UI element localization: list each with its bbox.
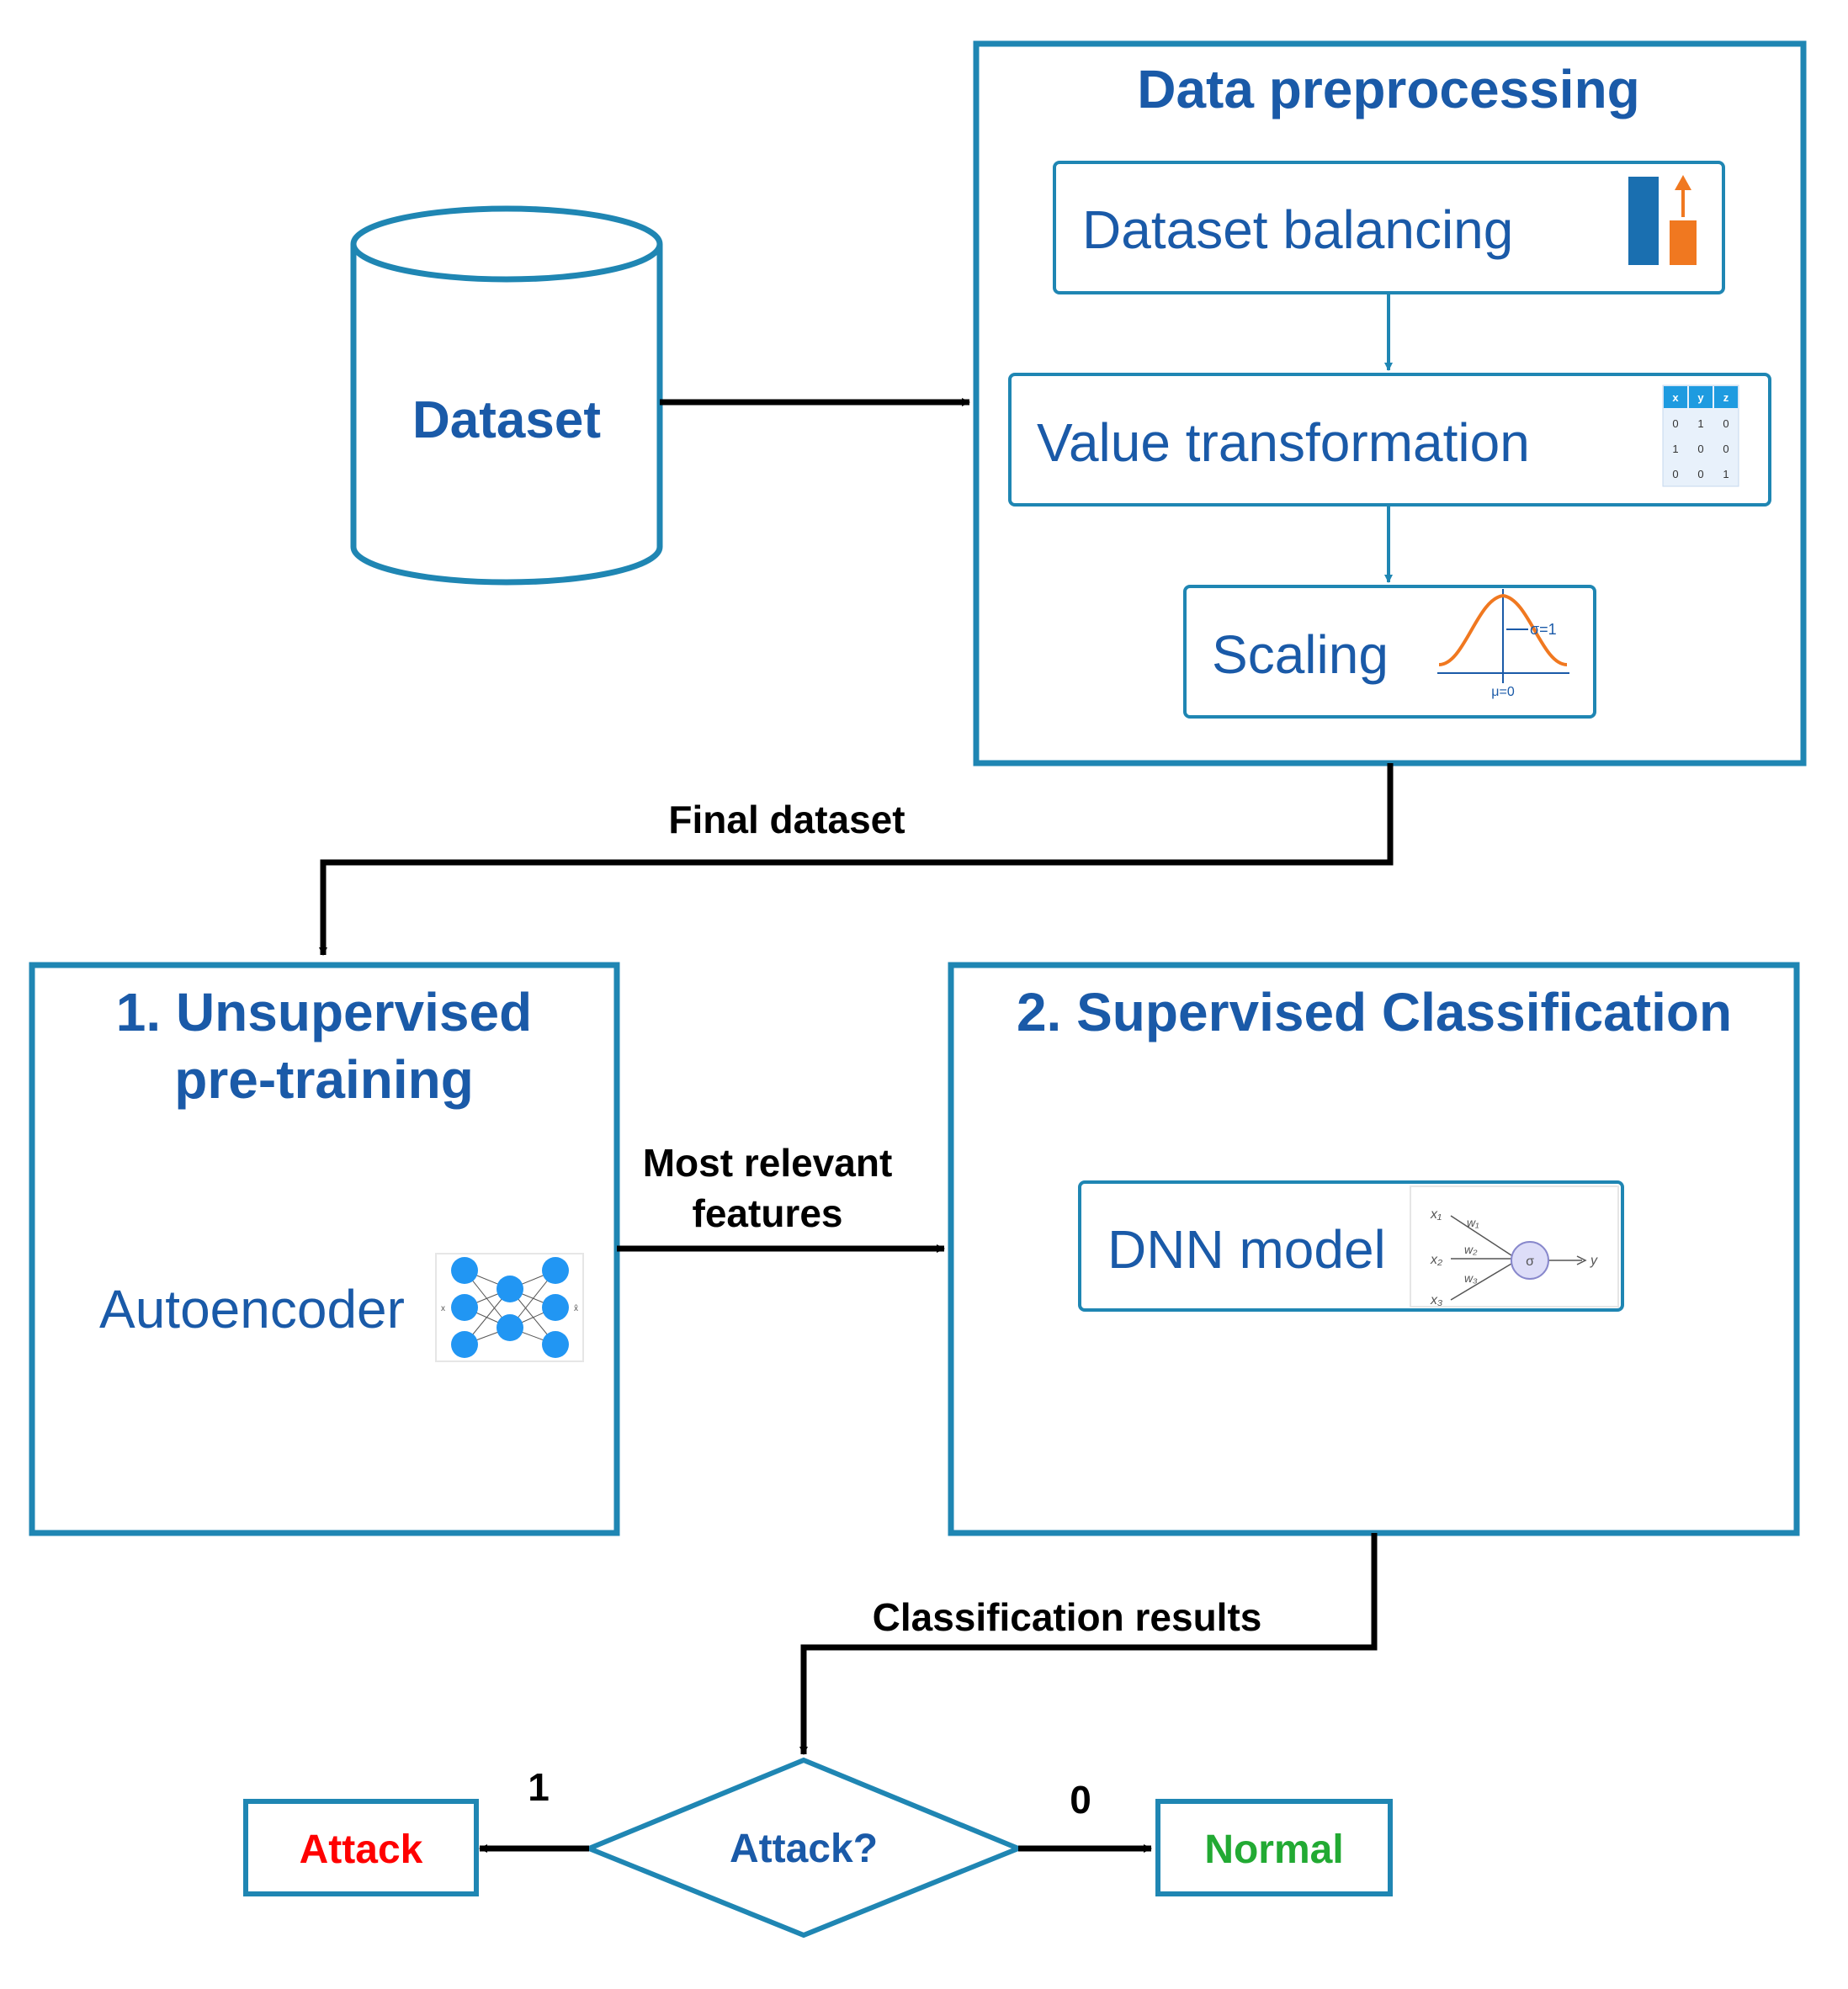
- ae-input-label: x: [441, 1304, 445, 1313]
- bar-balance-icon: [1628, 175, 1697, 265]
- supervised-title: 2. Supervised Classification: [1017, 982, 1732, 1042]
- step-value-transformation: Value transformation x y z 0 1 0 1 0 0 0 0 1: [1008, 373, 1771, 507]
- neuron-input-2: x₂: [1430, 1253, 1442, 1267]
- supervised-panel: 2. Supervised Classification DNN model σ…: [948, 962, 1800, 1536]
- neuron-activation: σ: [1526, 1254, 1534, 1269]
- dataset-label: Dataset: [412, 391, 601, 449]
- matrix-header-cell: [1714, 386, 1738, 408]
- decision-label: Attack?: [730, 1827, 878, 1871]
- neuron-icon: σ x₁ x₂ x₃ w₁ w₂ w₃ y: [1410, 1185, 1619, 1307]
- sigma-label: σ=1: [1530, 621, 1557, 638]
- neuron-input-1: x₁: [1430, 1207, 1442, 1222]
- neuron-weight-2: w₂: [1464, 1243, 1478, 1256]
- matrix-cell: 0: [1723, 417, 1729, 430]
- most-relevant-label-line1: Most relevant: [643, 1141, 893, 1185]
- step-scaling: Scaling σ=1 μ=0: [1183, 585, 1596, 719]
- gaussian-curve-icon: σ=1 μ=0: [1437, 589, 1569, 699]
- dnn-model-box: DNN model σ x₁ x₂ x₃ w₁ w₂ w₃ y: [1078, 1180, 1624, 1312]
- ae-output-label: x̂: [574, 1303, 578, 1313]
- matrix-cell: 1: [1672, 443, 1678, 455]
- matrix-cell: 0: [1723, 443, 1729, 455]
- normal-label: Normal: [1204, 1827, 1343, 1872]
- dnn-model-label: DNN model: [1107, 1219, 1386, 1280]
- matrix-cell: 0: [1697, 468, 1703, 480]
- dataset-cylinder: Dataset: [350, 205, 663, 586]
- matrix-cell: 1: [1723, 468, 1729, 480]
- matrix-header-label: x: [1672, 391, 1679, 404]
- arrow-classification-results: [799, 1533, 1378, 1755]
- matrix-header-cell: [1689, 386, 1713, 408]
- matrix-cell: 1: [1697, 417, 1703, 430]
- step-transformation-label: Value transformation: [1037, 412, 1530, 473]
- neuron-output: y: [1590, 1254, 1598, 1268]
- unsupervised-title-line1: 1. Unsupervised: [116, 982, 532, 1042]
- unsupervised-panel: 1. Unsupervised pre-training Autoencoder…: [29, 962, 620, 1536]
- neuron-weight-3: w₃: [1464, 1271, 1478, 1285]
- autoencoder-label: Autoencoder: [99, 1279, 405, 1339]
- one-hot-matrix-icon: x y z 0 1 0 1 0 0 0 0 1: [1662, 385, 1739, 487]
- step-scaling-label: Scaling: [1212, 624, 1389, 685]
- matrix-cell: 0: [1697, 443, 1703, 455]
- edge-label-zero: 0: [1070, 1778, 1091, 1822]
- neuron-input-3: x₃: [1430, 1293, 1442, 1307]
- step-balancing-label: Dataset balancing: [1082, 199, 1513, 260]
- normal-outcome-box: Normal: [1155, 1799, 1393, 1896]
- matrix-header-cell: [1664, 386, 1687, 408]
- matrix-cell: 0: [1672, 417, 1678, 430]
- neuron-weight-1: w₁: [1467, 1216, 1479, 1229]
- most-relevant-label-line2: features: [693, 1191, 843, 1235]
- edge-label-one: 1: [528, 1765, 550, 1809]
- arrow-final-dataset: [319, 763, 1394, 956]
- mu-label: μ=0: [1491, 685, 1515, 699]
- preprocessing-title: Data preprocessing: [1137, 59, 1640, 119]
- final-dataset-label: Final dataset: [668, 798, 905, 841]
- attack-outcome-box: Attack: [243, 1799, 479, 1896]
- matrix-cell: 0: [1672, 468, 1678, 480]
- classification-results-label: Classification results: [873, 1595, 1262, 1639]
- attack-label: Attack: [300, 1827, 423, 1872]
- attack-decision-diamond: Attack?: [582, 1757, 1025, 1939]
- step-dataset-balancing: Dataset balancing: [1053, 161, 1725, 294]
- matrix-header-label: y: [1697, 391, 1704, 404]
- preprocessing-panel: Data preprocessing Dataset balancing Val…: [973, 40, 1807, 766]
- unsupervised-title-line2: pre-training: [174, 1049, 474, 1110]
- autoencoder-network-icon: x x̂: [435, 1253, 584, 1362]
- matrix-header-label: z: [1723, 391, 1729, 404]
